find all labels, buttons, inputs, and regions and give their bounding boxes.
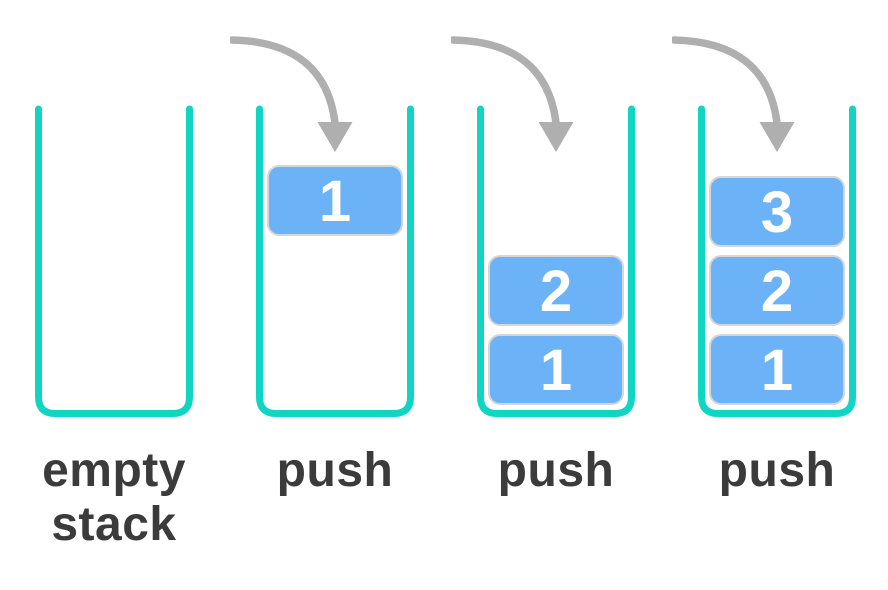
stack-label-push-second: push xyxy=(497,444,615,497)
stack-container-shape xyxy=(256,105,414,417)
block-value: 1 xyxy=(539,338,573,403)
stack-block: 1 xyxy=(267,165,403,236)
stack-container-shape xyxy=(35,105,193,417)
stack-container-shape xyxy=(698,105,856,417)
curved-down-arrow-icon xyxy=(230,36,353,152)
stack-column-push-second: 2 1 push xyxy=(446,0,666,590)
stack-block: 1 xyxy=(488,334,624,405)
stack-block: 2 xyxy=(709,255,845,326)
stack-block: 3 xyxy=(709,176,845,247)
stack-column-push-first: 1 push xyxy=(225,0,445,590)
stack-label-push-first: push xyxy=(276,444,394,497)
stack-container-shape xyxy=(477,105,635,417)
curved-down-arrow-icon xyxy=(451,36,574,152)
stack-label-line: empty xyxy=(42,444,186,497)
stack-label-line: stack xyxy=(51,498,177,551)
block-value: 1 xyxy=(760,338,794,403)
curved-down-arrow-icon xyxy=(672,36,795,152)
block-value: 2 xyxy=(539,259,573,324)
stack-block: 1 xyxy=(709,334,845,405)
stack-column-push-third: 3 2 1 push xyxy=(667,0,887,590)
block-value: 3 xyxy=(760,180,794,245)
block-value: 1 xyxy=(318,169,352,234)
stack-label-push-third: push xyxy=(718,444,836,497)
stack-block: 2 xyxy=(488,255,624,326)
block-value: 2 xyxy=(760,259,794,324)
